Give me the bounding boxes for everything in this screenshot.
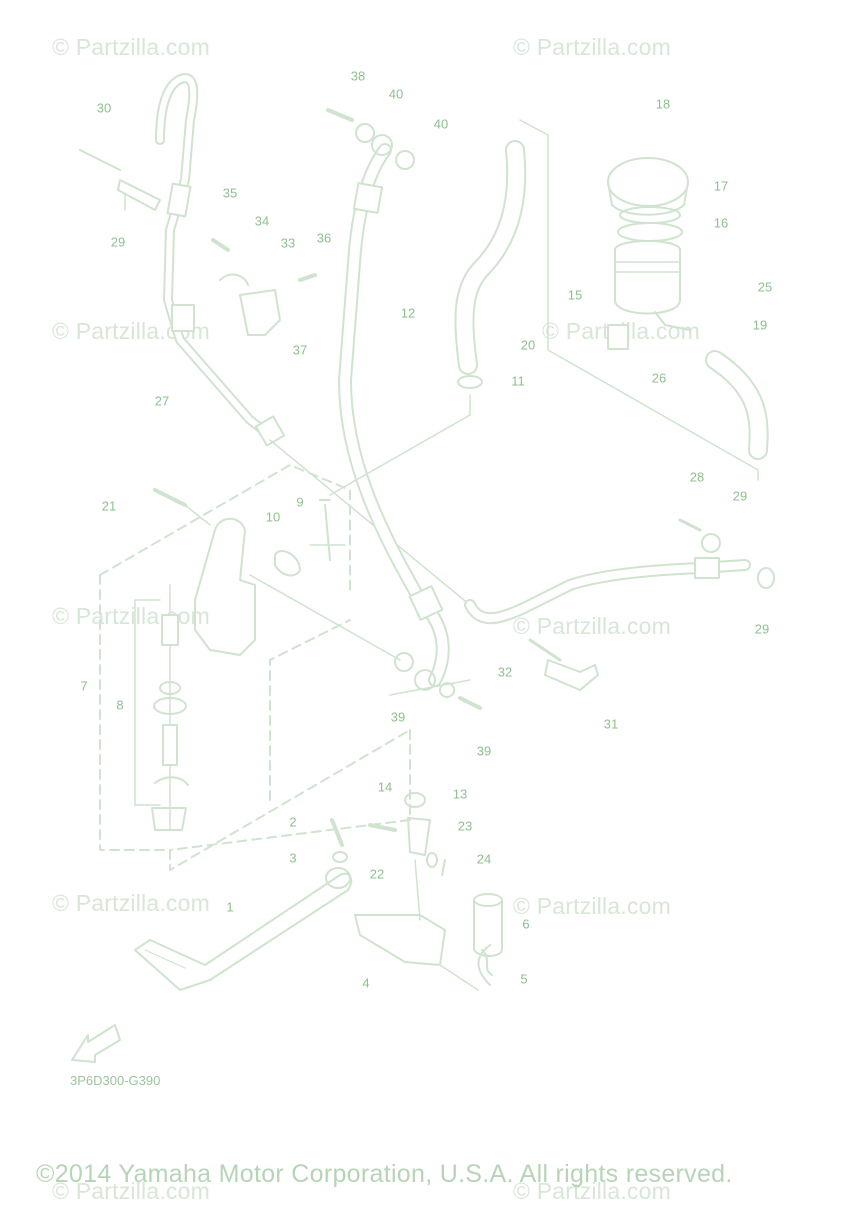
- callout-39: 38: [350, 68, 366, 84]
- callout-31: 30: [96, 100, 112, 116]
- callout-29: 29: [754, 621, 770, 637]
- reservoir-tank-15: [614, 240, 681, 315]
- bolt-31: [79, 149, 121, 171]
- watermark: © Partzilla.com: [52, 890, 210, 916]
- bolt-2: [330, 818, 344, 847]
- cotter-pin-24: [441, 859, 446, 876]
- bolt-21: [153, 488, 187, 507]
- clevis-10: [274, 550, 301, 577]
- diagram-code: 3P6D300-G390: [70, 1073, 161, 1088]
- fwd-arrow-icon: [71, 1024, 121, 1063]
- brake-pedal-1: [134, 872, 353, 991]
- bolt-33: [528, 638, 562, 662]
- callout-23: 23: [457, 818, 473, 834]
- reservoir-bracket-26: [607, 324, 629, 350]
- reservoir-cap-18: [607, 157, 689, 207]
- callout-9: 9: [296, 494, 304, 510]
- callout-25: 25: [757, 279, 773, 295]
- watermark: © Partzilla.com: [52, 603, 210, 629]
- union-bolt-29: [757, 567, 775, 589]
- watermark: © Partzilla.com: [513, 34, 671, 60]
- callout-38: 37: [292, 342, 308, 358]
- callout-21: 21: [101, 498, 117, 514]
- callout-27: 27: [154, 393, 170, 409]
- copyright-notice: ©2014 Yamaha Motor Corporation, U.S.A. A…: [36, 1160, 733, 1188]
- diaphragm-16: [617, 222, 683, 242]
- callout-24: 24: [476, 851, 492, 867]
- callout-15: 15: [567, 287, 583, 303]
- watermark: © Partzilla.com: [513, 613, 671, 639]
- clip-35: [219, 273, 249, 286]
- callout-35: 34: [254, 213, 270, 229]
- callout-18: 18: [655, 96, 671, 112]
- bolt-39: [326, 108, 354, 122]
- callout-8: 8: [116, 697, 124, 713]
- watermark: © Partzilla.com: [513, 893, 671, 919]
- watermark: © Partzilla.com: [52, 34, 210, 60]
- callout-7: 7: [80, 678, 88, 694]
- bushing-6: [473, 893, 503, 907]
- master-cylinder-body: [194, 517, 256, 656]
- callout-36: 35: [222, 185, 238, 201]
- callout-40: 40: [433, 116, 449, 132]
- callout-16: 16: [713, 215, 729, 231]
- pin-9: [319, 499, 331, 561]
- bracket-34: [239, 289, 281, 336]
- boot-cup: [151, 807, 187, 831]
- callout-14: 14: [377, 779, 393, 795]
- shaft-4: [354, 914, 446, 966]
- callout-1: 1: [226, 899, 234, 915]
- clamp-30: [117, 179, 161, 211]
- assembly-outline: [99, 464, 411, 871]
- nut-13: [404, 792, 426, 808]
- pin-22: [368, 823, 397, 832]
- callout-4: 4: [362, 975, 370, 991]
- hose-clamp-11: [457, 375, 483, 389]
- callout-2: 2: [289, 814, 297, 830]
- washer-40: [355, 123, 375, 143]
- callout-19: 19: [752, 317, 768, 333]
- washer-23: [426, 852, 438, 868]
- callout-33: 32: [497, 664, 513, 680]
- washer-40: [395, 150, 415, 170]
- callout-10: 10: [265, 509, 281, 525]
- callout-34: 33: [280, 235, 296, 251]
- spring-5: [477, 944, 493, 986]
- callout-6: 6: [522, 916, 530, 932]
- callout-29: 29: [732, 488, 748, 504]
- callout-32: 31: [603, 716, 619, 732]
- callout-22: 22: [369, 866, 385, 882]
- callout-20: 20: [520, 337, 536, 353]
- callout-40: 40: [388, 86, 404, 102]
- callout-12: 12: [400, 305, 416, 321]
- callout-40: 39: [390, 709, 406, 725]
- callout-37: 36: [316, 230, 332, 246]
- callout-39: 39: [476, 743, 492, 759]
- callout-30: 29: [110, 234, 126, 250]
- callout-17: 17: [713, 178, 729, 194]
- clevis-14: [407, 817, 431, 856]
- callout-11: 11: [511, 373, 525, 389]
- bracket-32: [544, 659, 599, 691]
- callout-26: 26: [651, 370, 667, 386]
- piston-8: [161, 614, 179, 646]
- callout-5: 5: [520, 971, 528, 987]
- callout-3: 3: [289, 850, 297, 866]
- callout-28: 28: [689, 469, 705, 485]
- washer-40-lower: [394, 652, 414, 672]
- callout-13: 13: [452, 786, 468, 802]
- washer-3: [332, 851, 348, 863]
